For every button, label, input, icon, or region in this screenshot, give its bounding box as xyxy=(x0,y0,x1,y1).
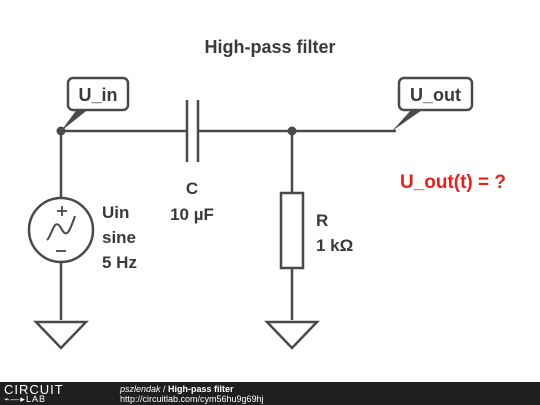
credit-separator: / xyxy=(160,384,169,394)
u-out-label: U_out xyxy=(410,85,461,105)
footer-bar: CIRCUIT ⌁—▸LAB pszlendak / High-pass fil… xyxy=(0,382,540,405)
capacitor-name: C xyxy=(186,179,198,198)
source-frequency: 5 Hz xyxy=(102,253,137,272)
u-in-label-group: U_in xyxy=(61,76,130,131)
junction-right xyxy=(287,126,297,136)
logo-lab-text: LAB xyxy=(25,394,46,404)
ground-right-icon xyxy=(264,320,320,350)
resistor-name: R xyxy=(316,211,328,230)
resistor-glyph-icon: ⌁—▸ xyxy=(4,394,26,404)
circuit-title[interactable]: High-pass filter xyxy=(168,384,234,394)
source-name: Uin xyxy=(102,203,129,222)
output-question: U_out(t) = ? xyxy=(400,172,506,193)
sine-wave-icon xyxy=(46,215,76,241)
u-in-label: U_in xyxy=(78,85,117,105)
author-name[interactable]: pszlendak xyxy=(120,384,161,394)
source-type: sine xyxy=(102,228,136,247)
resistor-value: 1 kΩ xyxy=(316,236,353,255)
u-out-label-group: U_out xyxy=(392,76,474,131)
diagram-title: High-pass filter xyxy=(204,37,335,57)
circuitlab-logo[interactable]: CIRCUIT xyxy=(4,382,64,397)
ground-left-icon xyxy=(33,320,89,350)
resistor xyxy=(279,191,305,270)
capacitor-value: 10 µF xyxy=(170,205,214,224)
circuit-url-link[interactable]: http://circuitlab.com/cym56hu9g69hj xyxy=(120,394,264,404)
footer-credit: pszlendak / High-pass filter xyxy=(120,384,234,394)
circuitlab-logo-sub: ⌁—▸LAB xyxy=(4,395,46,404)
schematic: High-pass filter xyxy=(27,37,506,350)
